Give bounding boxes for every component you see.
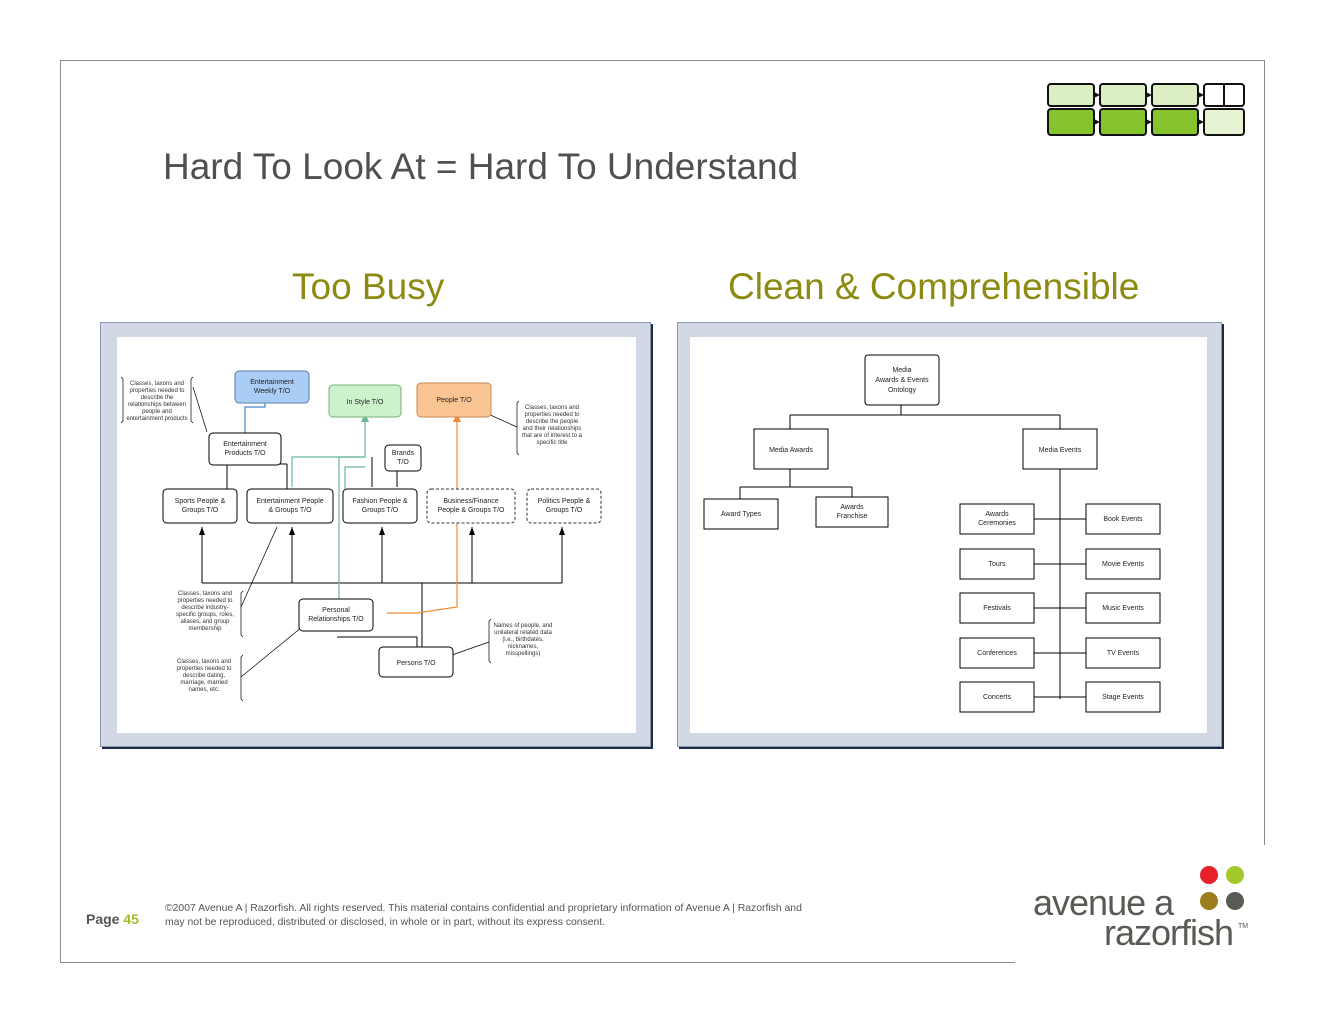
- svg-text:Tours: Tours: [988, 561, 1006, 568]
- svg-text:Conferences: Conferences: [977, 650, 1017, 657]
- node-entertainment-people: Entertainment People& Groups T/O: [246, 488, 334, 524]
- logo-tm: TM: [1238, 923, 1249, 930]
- copyright-line-1: ©2007 Avenue A | Razorfish. All rights r…: [165, 903, 802, 914]
- svg-text:Award Types: Award Types: [721, 511, 762, 518]
- node-conferences: Conferences: [959, 637, 1035, 669]
- svg-text:People T/O: People T/O: [436, 397, 472, 404]
- logo-dots-icon: [1200, 866, 1244, 910]
- svg-text:Media Events: Media Events: [1039, 447, 1082, 454]
- svg-text:Festivals: Festivals: [983, 605, 1011, 612]
- slide-title: Hard To Look At = Hard To Understand: [163, 146, 799, 187]
- node-persons: Persons T/O: [378, 646, 454, 678]
- node-media-events: Media Events: [1022, 428, 1098, 470]
- node-sports-people: Sports People &Groups T/O: [162, 488, 238, 524]
- node-politics-people: Politics People &Groups T/O: [526, 488, 602, 524]
- page-number-value: 45: [123, 911, 139, 927]
- svg-text:Book Events: Book Events: [1103, 516, 1143, 523]
- page-number: Page 45: [86, 911, 139, 927]
- slide-border-top: [60, 60, 1265, 61]
- process-steps-icon: [1047, 83, 1245, 136]
- svg-text:Concerts: Concerts: [983, 694, 1012, 701]
- logo-line-2: razorfish: [1104, 912, 1234, 953]
- node-media-awards: Media Awards: [753, 428, 829, 470]
- left-heading: Too Busy: [292, 266, 445, 307]
- svg-text:Media Awards: Media Awards: [769, 447, 813, 454]
- node-fashion-people: Fashion People &Groups T/O: [342, 488, 418, 524]
- node-music-events: Music Events: [1085, 592, 1161, 624]
- node-tours: Tours: [959, 548, 1035, 580]
- node-tv-events: TV Events: [1085, 637, 1161, 669]
- node-book-events: Book Events: [1085, 503, 1161, 535]
- svg-text:Entertainment People& Groups T: Entertainment People& Groups T/O: [256, 498, 323, 514]
- slide-border-right: [1264, 60, 1265, 845]
- node-in-style: In Style T/O: [328, 384, 402, 418]
- right-heading: Clean & Comprehensible: [728, 266, 1140, 307]
- node-stage-events: Stage Events: [1085, 681, 1161, 713]
- slide-border-bottom: [60, 962, 1015, 963]
- node-movie-events: Movie Events: [1085, 548, 1161, 580]
- svg-text:Stage Events: Stage Events: [1102, 694, 1144, 701]
- copyright-line-2: may not be reproduced, distributed or di…: [165, 917, 606, 928]
- svg-text:Persons T/O: Persons T/O: [396, 660, 436, 667]
- logo-line-1: avenue a: [1033, 882, 1174, 923]
- node-people-to: People T/O: [416, 382, 492, 418]
- copyright-notice: ©2007 Avenue A | Razorfish. All rights r…: [165, 902, 925, 930]
- page-label: Page: [86, 911, 120, 927]
- svg-text:Fashion People &Groups T/O: Fashion People &Groups T/O: [352, 498, 408, 514]
- svg-text:In Style T/O: In Style T/O: [347, 399, 384, 406]
- node-award-types: Award Types: [703, 498, 779, 530]
- svg-text:Sports People &Groups T/O: Sports People &Groups T/O: [175, 498, 226, 514]
- node-concerts: Concerts: [959, 681, 1035, 713]
- svg-text:Music Events: Music Events: [1102, 605, 1144, 612]
- node-festivals: Festivals: [959, 592, 1035, 624]
- svg-text:Movie Events: Movie Events: [1102, 561, 1145, 568]
- slide-border-left: [60, 60, 61, 963]
- svg-text:TV Events: TV Events: [1107, 650, 1140, 657]
- svg-text:Politics People &Groups T/O: Politics People &Groups T/O: [538, 498, 591, 514]
